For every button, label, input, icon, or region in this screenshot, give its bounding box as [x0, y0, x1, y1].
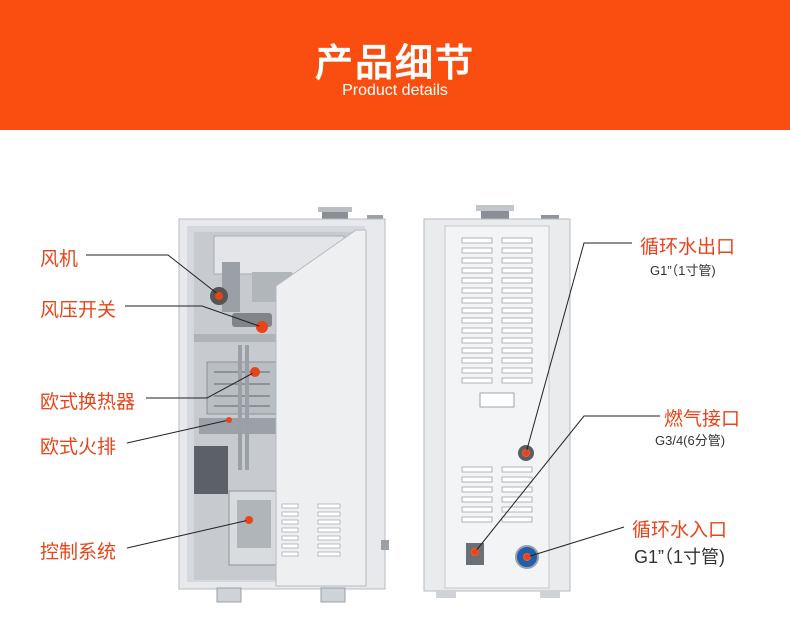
leader-dots [216, 292, 530, 560]
spec-water-outlet: G1”（1寸管) [650, 263, 716, 278]
back-view-unit [423, 205, 571, 598]
leader-lines [86, 242, 660, 558]
label-gas-inlet: 燃气接口 [664, 408, 741, 430]
page-subtitle: Product details [342, 82, 448, 99]
label-water-inlet: 循环水入口 [632, 519, 728, 541]
spec-gas-inlet: G3/4(6分管) [655, 433, 726, 448]
label-water-outlet: 循环水出口 [640, 236, 736, 258]
label-pressure-switch: 风压开关 [40, 299, 117, 321]
page-title: 产品细节 [314, 41, 475, 85]
open-cabinet-unit [178, 207, 389, 603]
spec-water-inlet: G1”（1寸管) [634, 547, 726, 567]
label-heat-exchanger: 欧式换热器 [40, 391, 136, 413]
label-fan: 风机 [40, 248, 79, 270]
label-burner: 欧式火排 [40, 436, 117, 458]
header-banner: 产品细节 Product details [0, 0, 790, 130]
label-control-system: 控制系统 [40, 541, 117, 563]
